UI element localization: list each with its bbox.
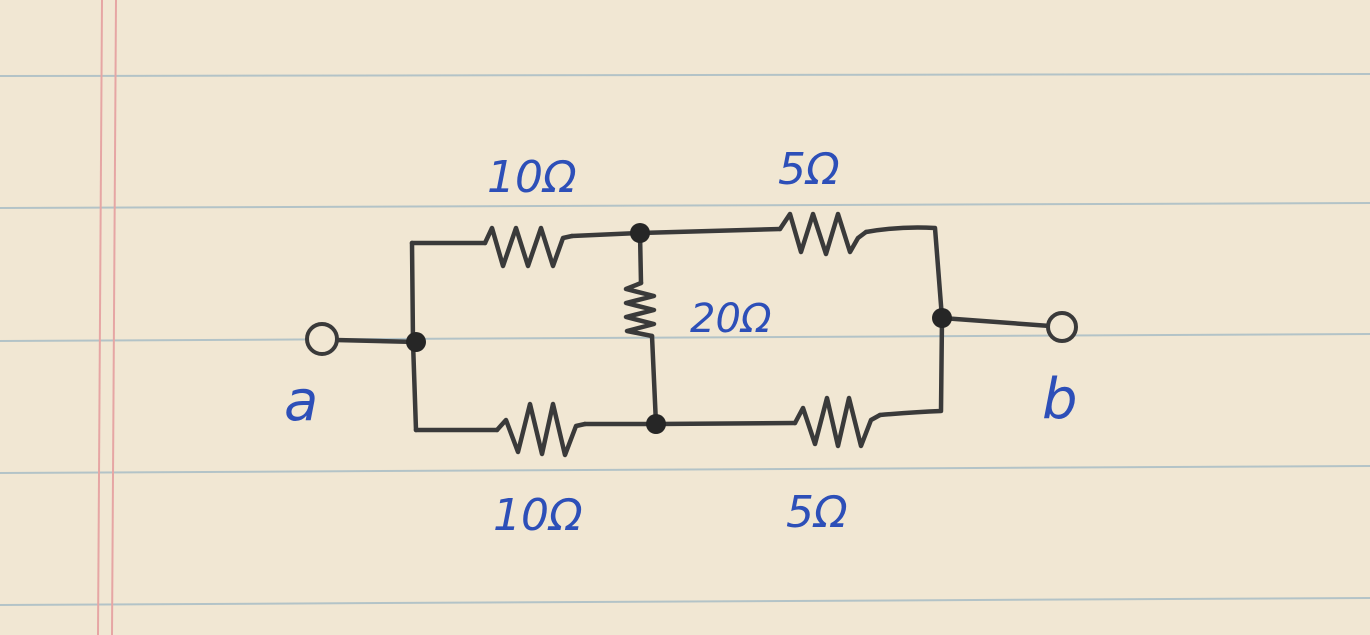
labels: 10Ω 5Ω 20Ω 10Ω 5Ω a b — [284, 144, 1078, 541]
margin-line — [111, 0, 117, 635]
rule-line — [0, 465, 1370, 474]
junction-node-left — [406, 332, 426, 352]
resistor-bottom-left — [494, 401, 588, 458]
junction-node-bottom — [646, 414, 666, 434]
terminal-b-circle — [1046, 311, 1078, 343]
terminal-a-circle — [305, 322, 339, 356]
lead-a-wire — [333, 337, 420, 345]
rule-line — [0, 73, 1370, 77]
label-resistor-top-left: 10Ω — [487, 152, 577, 203]
margin-lines — [97, 0, 117, 635]
resistor-bottom-right — [792, 395, 883, 449]
label-resistor-bottom-right: 5Ω — [786, 487, 848, 538]
rule-line — [0, 597, 1370, 606]
rule-line — [0, 202, 1370, 209]
middle-bottom-wire — [649, 333, 659, 427]
ruled-lines — [0, 73, 1370, 606]
bottom-right-wire — [877, 315, 945, 418]
top-right-wire — [863, 225, 945, 321]
label-resistor-middle: 20Ω — [690, 296, 772, 342]
junction-node-right — [932, 308, 952, 328]
bottom-mid-wire — [582, 420, 798, 427]
label-terminal-b: b — [1042, 367, 1078, 432]
label-terminal-a: a — [284, 369, 318, 434]
junction-node-top — [630, 223, 650, 243]
resistor-middle — [623, 280, 657, 339]
margin-line — [97, 0, 103, 635]
label-resistor-bottom-left: 10Ω — [493, 490, 583, 541]
rule-line — [0, 333, 1370, 342]
lead-b-wire — [939, 315, 1053, 329]
resistor-top-left — [482, 225, 575, 269]
resistor-top-right — [777, 211, 869, 257]
top-mid-wire — [569, 226, 783, 239]
circuit — [305, 211, 1078, 458]
label-resistor-top-right: 5Ω — [778, 144, 840, 195]
